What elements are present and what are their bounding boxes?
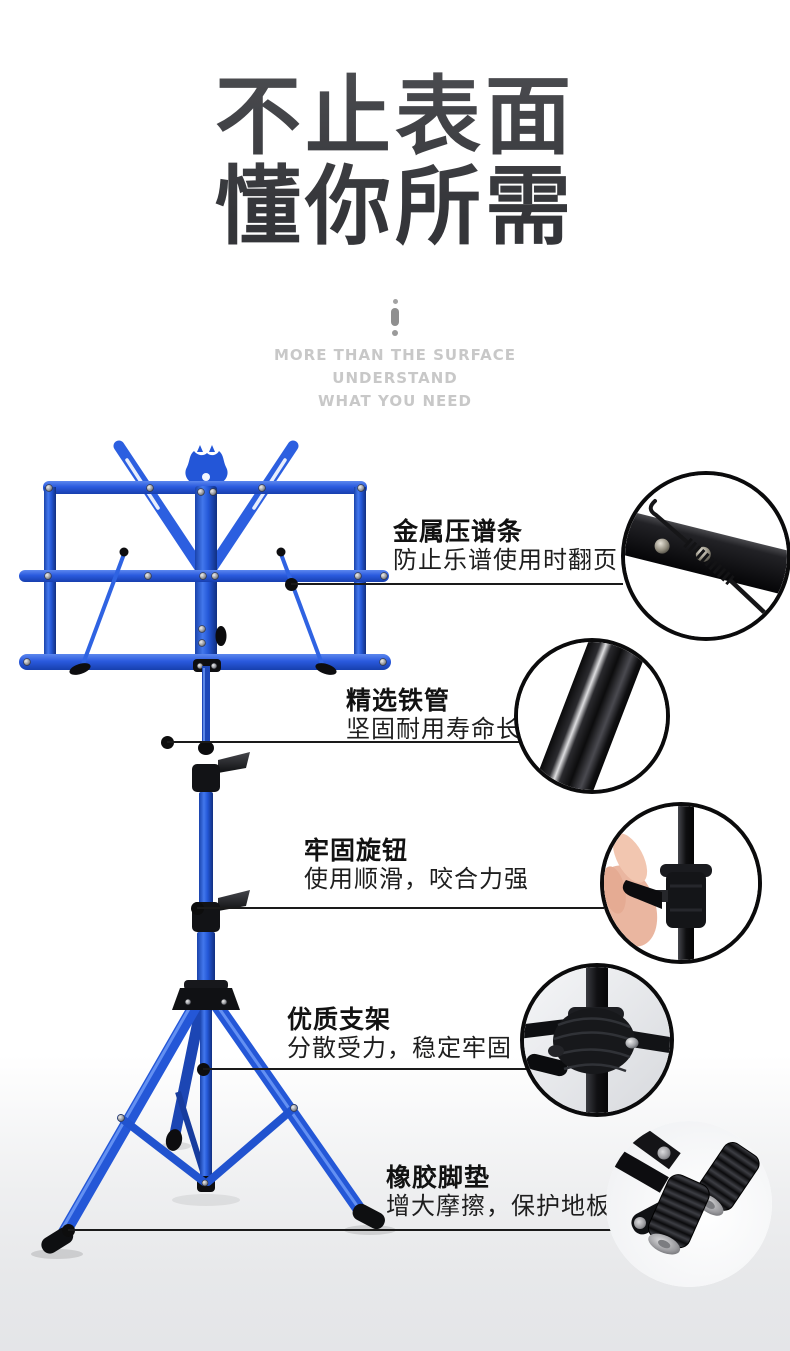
callout-knob-desc: 使用顺滑，咬合力强 <box>304 865 529 893</box>
iron-tube-closeup-photo <box>514 638 670 794</box>
callout-tube-title: 精选铁管 <box>346 686 451 715</box>
ornament-dot-bottom <box>392 330 398 336</box>
callout-knob-text: 牢固旋钮 使用顺滑，咬合力强 <box>304 836 529 893</box>
vertical-i-ornament-icon <box>0 299 790 336</box>
page-title-line1: 不止表面 <box>215 67 575 167</box>
stand-pole <box>192 666 250 990</box>
callout-feet-line <box>68 1229 612 1231</box>
callout-bracket-text: 优质支架 分散受力，稳定牢固 <box>287 1005 512 1062</box>
callout-bracket-line <box>203 1068 528 1070</box>
callout-tube-text: 精选铁管 坚固耐用寿命长 <box>346 686 521 743</box>
english-tagline: MORE THAN THE SURFACE UNDERSTAND WHAT YO… <box>0 344 790 413</box>
callout-knob-title: 牢固旋钮 <box>304 836 409 865</box>
callout-bracket-title: 优质支架 <box>287 1005 392 1034</box>
callout-clip-line <box>291 583 623 585</box>
callout-bracket-desc: 分散受力，稳定牢固 <box>287 1034 512 1062</box>
tagline-line3: WHAT YOU NEED <box>318 392 472 410</box>
callout-tube-desc: 坚固耐用寿命长 <box>346 715 521 743</box>
callout-clip-text: 金属压谱条 防止乐谱使用时翻页 <box>393 517 618 574</box>
music-stand-photo <box>19 440 396 1259</box>
callout-clip-desc: 防止乐谱使用时翻页 <box>393 546 618 574</box>
callout-feet-title: 橡胶脚垫 <box>386 1163 491 1192</box>
rubber-feet-closeup-photo <box>606 1121 772 1287</box>
page-clip-wires <box>69 547 337 675</box>
callout-clip-title: 金属压谱条 <box>393 517 524 546</box>
stand-shadows <box>31 1142 396 1259</box>
ornament-dot-top <box>392 299 398 304</box>
page-title: 不止表面 懂你所需 <box>0 72 790 252</box>
page-title-line2: 懂你所需 <box>215 157 575 257</box>
stand-desk <box>19 440 391 675</box>
desk-rivets <box>23 484 388 670</box>
callout-knob-line <box>197 907 604 909</box>
tagline-line1: MORE THAN THE SURFACE <box>273 346 517 364</box>
metal-clip-closeup-photo <box>621 471 790 641</box>
stand-tripod <box>41 980 385 1254</box>
callout-feet-desc: 增大摩擦，保护地板 <box>386 1192 611 1220</box>
tripod-hub-closeup-photo <box>520 963 674 1117</box>
callout-tube-line <box>167 741 519 743</box>
ornament-bar <box>391 308 399 326</box>
lock-knob-closeup-photo <box>600 802 762 964</box>
callout-feet-text: 橡胶脚垫 增大摩擦，保护地板 <box>386 1163 611 1220</box>
tagline-line2: UNDERSTAND <box>332 369 458 387</box>
